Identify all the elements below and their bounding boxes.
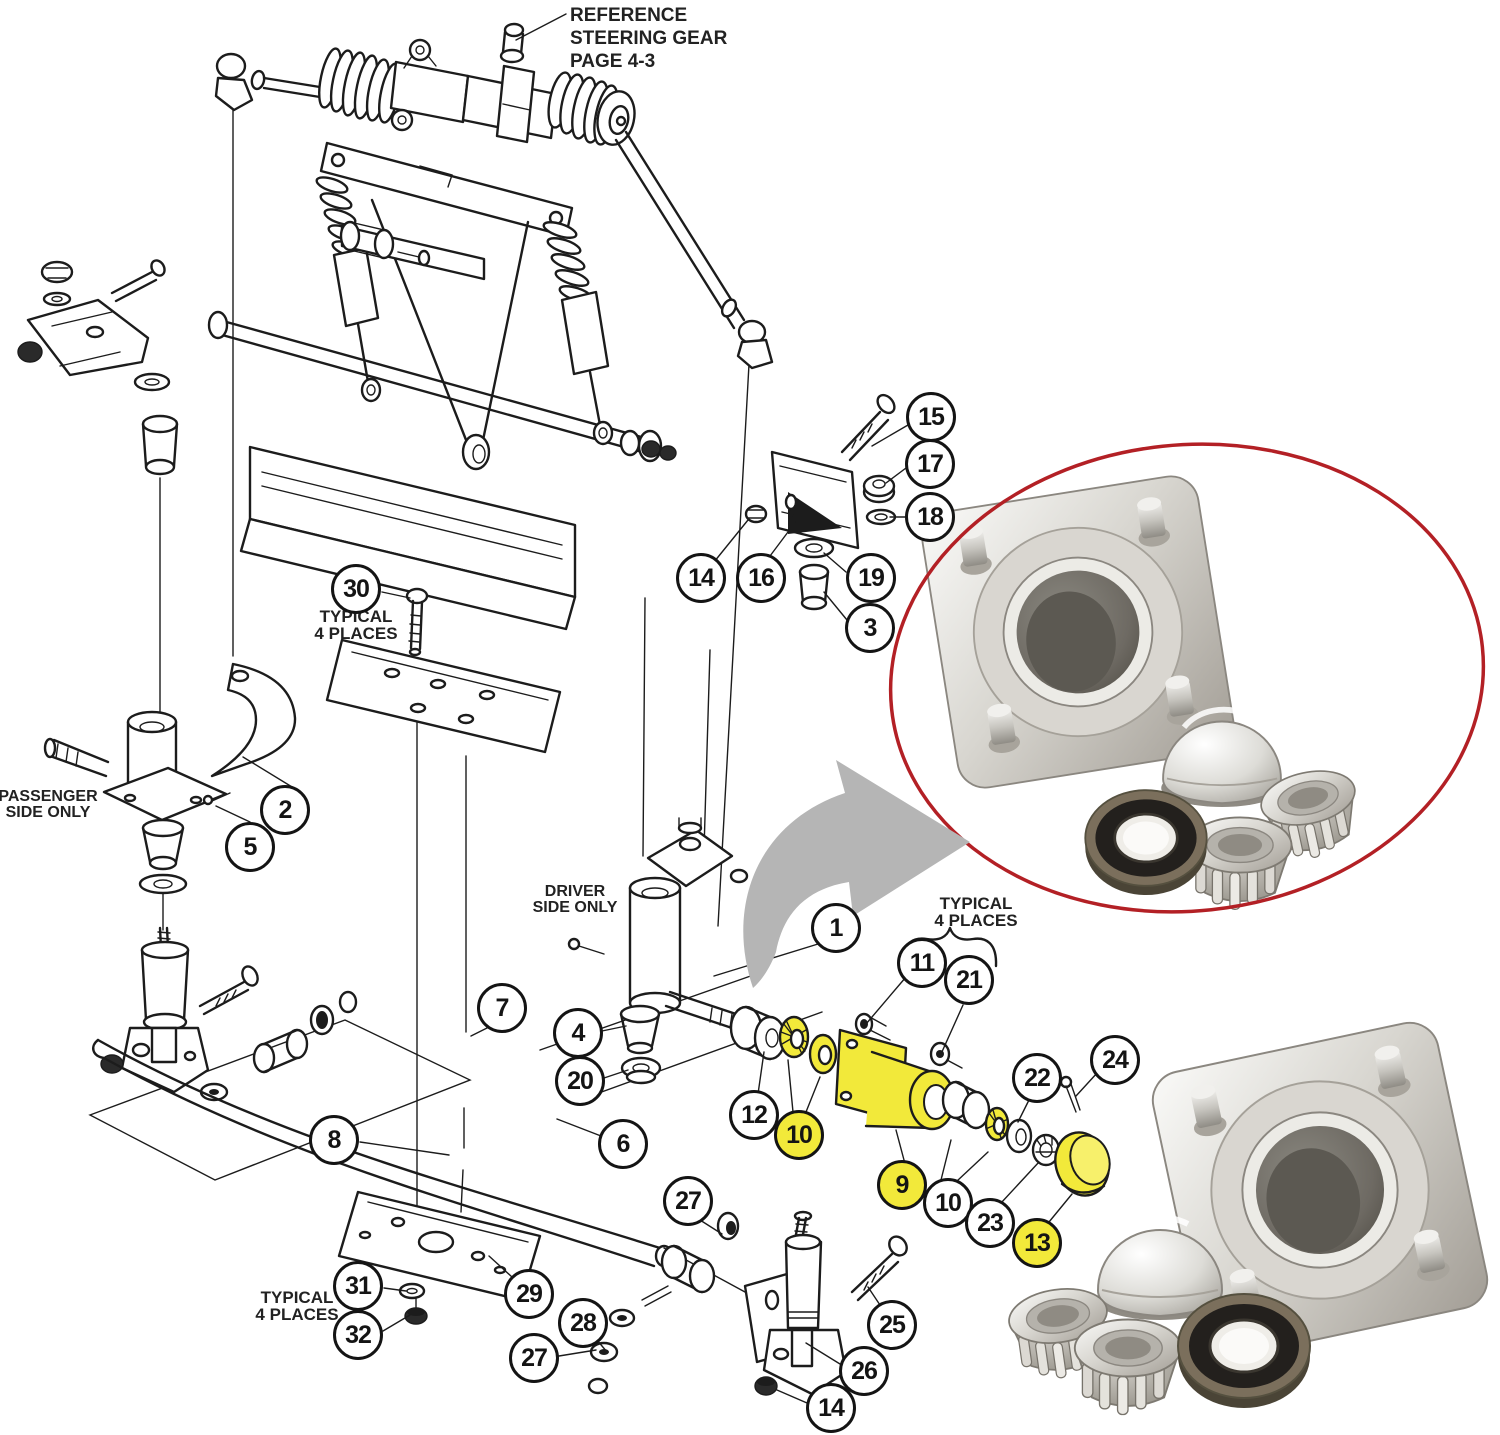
driver-side-label: DRIVER SIDE ONLY <box>532 883 618 916</box>
callout-31: 31 <box>333 1261 383 1311</box>
callout-2: 2 <box>260 785 310 835</box>
callout-5: 5 <box>225 822 275 872</box>
callout-17: 17 <box>905 439 955 489</box>
passenger-spindle <box>43 662 297 895</box>
callout-26: 26 <box>839 1346 889 1396</box>
driver-spindle <box>567 817 1111 1197</box>
callout-15: 15 <box>906 392 956 442</box>
callout-1: 1 <box>811 903 861 953</box>
upper-right-bracket <box>744 393 897 611</box>
callout-11: 11 <box>897 938 947 988</box>
product-photo-bottom <box>1004 1016 1494 1416</box>
callout-10-highlighted: 10 <box>774 1110 824 1160</box>
callout-10-second: 10 <box>923 1178 973 1228</box>
zoom-arrow <box>743 760 970 988</box>
a-frame-and-shocks <box>315 141 661 471</box>
construction-lines <box>88 13 823 1311</box>
callout-4: 4 <box>553 1008 603 1058</box>
callout-27-lower: 27 <box>509 1333 559 1383</box>
callout-20: 20 <box>555 1056 605 1106</box>
callout-22: 22 <box>1012 1053 1062 1103</box>
callout-3: 3 <box>845 603 895 653</box>
lower-left-shock <box>100 926 358 1102</box>
callout-14: 14 <box>676 553 726 603</box>
callout-30: 30 <box>331 564 381 614</box>
passenger-side-label: PASSENGER SIDE ONLY <box>0 788 98 821</box>
callout-13-highlighted: 13 <box>1012 1218 1062 1268</box>
typical-4-places-lower-label: TYPICAL 4 PLACES <box>255 1288 339 1324</box>
callout-14-lower: 14 <box>806 1383 856 1433</box>
callout-32: 32 <box>333 1310 383 1360</box>
callout-8: 8 <box>309 1115 359 1165</box>
callout-28: 28 <box>558 1298 608 1348</box>
callout-24: 24 <box>1090 1035 1140 1085</box>
typical-4-places-upper-label: TYPICAL 4 PLACES <box>314 607 398 643</box>
callout-9-highlighted: 9 <box>877 1160 927 1210</box>
callout-6: 6 <box>598 1119 648 1169</box>
callout-21: 21 <box>944 955 994 1005</box>
callout-27-upper: 27 <box>663 1176 713 1226</box>
steering-rack <box>214 22 774 370</box>
typical-4-places-right-label: TYPICAL 4 PLACES <box>934 894 1018 930</box>
left-clevis-stack <box>17 259 179 476</box>
callout-12: 12 <box>729 1090 779 1140</box>
bottom-shock-assembly <box>337 1190 908 1396</box>
callout-19: 19 <box>846 553 896 603</box>
callout-7: 7 <box>477 983 527 1033</box>
product-photo-top <box>917 471 1368 911</box>
callout-25: 25 <box>867 1300 917 1350</box>
callout-16: 16 <box>736 553 786 603</box>
reference-note-label: REFERENCE STEERING GEAR PAGE 4-3 <box>570 5 728 72</box>
red-highlight-ellipse <box>888 442 1486 914</box>
callout-29: 29 <box>504 1269 554 1319</box>
callout-18: 18 <box>905 492 955 542</box>
callout-23: 23 <box>965 1198 1015 1248</box>
callout-leader-lines <box>215 424 1099 1404</box>
frame-box <box>239 445 577 754</box>
